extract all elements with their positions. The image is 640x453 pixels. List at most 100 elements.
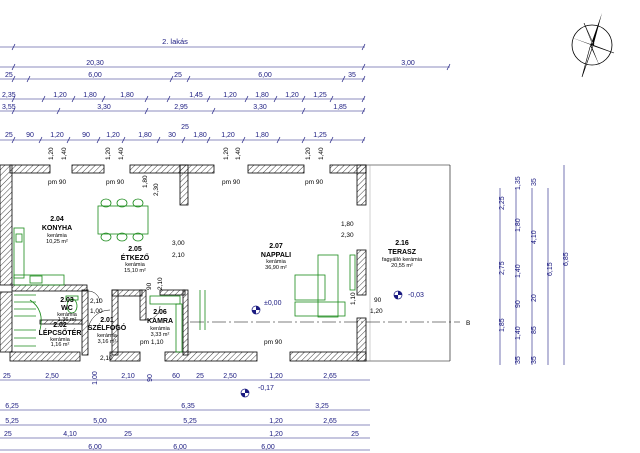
dining-table	[97, 205, 149, 235]
sofa	[294, 274, 326, 301]
tv-bench	[349, 254, 356, 291]
svg-text:1,35: 1,35	[515, 176, 522, 190]
level-markers: ±0,00 -0,03 -0,17	[240, 290, 424, 398]
svg-text:2.16: 2.16	[395, 240, 409, 247]
svg-text:6,85: 6,85	[563, 252, 570, 266]
svg-text:90: 90	[515, 300, 522, 308]
svg-text:6,15: 6,15	[547, 262, 554, 276]
dim-r4-2: 2,95	[174, 104, 188, 111]
dim-r3-8: 1,25	[313, 92, 327, 99]
svg-text:1,20: 1,20	[269, 373, 283, 380]
dim-r4-1: 3,30	[97, 104, 111, 111]
svg-text:ÉTKEZŐ: ÉTKEZŐ	[121, 253, 150, 262]
svg-text:90: 90	[146, 282, 153, 290]
svg-text:2,30: 2,30	[153, 183, 160, 196]
svg-text:2,10: 2,10	[90, 298, 103, 305]
furniture	[13, 198, 356, 353]
opening-annotations: 1,20 1,40 1,20 1,40 1,20 1,40 1,20 1,40 …	[48, 147, 383, 362]
svg-text:±0,00: ±0,00	[264, 300, 282, 307]
level-floor-marker: ±0,00	[251, 300, 282, 315]
svg-text:3,00: 3,00	[172, 240, 185, 247]
room-etkezo: 2.05 ÉTKEZŐ kerámia 15,10 m²	[121, 246, 150, 274]
svg-text:KAMRA: KAMRA	[147, 318, 173, 325]
svg-text:35: 35	[515, 356, 522, 364]
north-arrow-icon	[570, 13, 615, 78]
room-terasz: 2.16 TERASZ fagyálló kerámia 20,55 m²	[382, 240, 423, 269]
axis-label: B	[466, 320, 470, 327]
svg-text:85: 85	[531, 326, 538, 334]
dim-top-terrace: 3,00	[401, 60, 415, 67]
dim-r5-1: 90	[26, 132, 34, 139]
svg-text:2,25: 2,25	[499, 196, 506, 210]
dim-r3-0: 2,35	[2, 92, 16, 99]
svg-text:WC: WC	[61, 305, 73, 312]
dim-r5-extra: 25	[181, 124, 189, 131]
svg-text:10,25 m²: 10,25 m²	[46, 239, 68, 245]
dim-r2-4: 35	[348, 72, 356, 79]
svg-text:pm 90: pm 90	[264, 339, 282, 346]
svg-text:1,36 m²: 1,36 m²	[58, 317, 77, 323]
svg-text:6,00: 6,00	[261, 444, 275, 451]
svg-text:2,10: 2,10	[172, 252, 185, 259]
svg-text:2.06: 2.06	[153, 309, 167, 316]
dim-r5-3: 90	[82, 132, 90, 139]
svg-text:25: 25	[196, 373, 204, 380]
svg-text:SZÉLFOGÓ: SZÉLFOGÓ	[88, 323, 127, 332]
svg-text:5,25: 5,25	[183, 418, 197, 425]
svg-text:-0,17: -0,17	[258, 385, 274, 392]
svg-text:6,00: 6,00	[173, 444, 187, 451]
svg-text:1,40: 1,40	[118, 147, 125, 160]
svg-text:1,40: 1,40	[515, 264, 522, 278]
svg-text:2,50: 2,50	[223, 373, 237, 380]
svg-text:2,10: 2,10	[121, 373, 135, 380]
dim-r4-0: 3,55	[2, 104, 16, 111]
svg-text:kerámia: kerámia	[97, 333, 118, 339]
svg-text:pm 90: pm 90	[48, 179, 66, 186]
room-labels: 2.04 KONYHA kerámia 10,25 m² 2.05 ÉTKEZŐ…	[39, 216, 423, 348]
svg-text:2,75: 2,75	[499, 261, 506, 275]
dim-r3-6: 1,80	[255, 92, 269, 99]
svg-text:kerámia: kerámia	[47, 233, 68, 239]
svg-text:35: 35	[531, 356, 538, 364]
building-walls	[0, 164, 367, 362]
svg-text:1,85: 1,85	[499, 318, 506, 332]
svg-text:3,25: 3,25	[315, 403, 329, 410]
svg-text:25: 25	[3, 373, 11, 380]
top-dimension-texts: 2. lakás 20,30 3,00 25 6,00 25 6,00 35 2…	[2, 37, 415, 139]
svg-text:2.05: 2.05	[128, 246, 142, 253]
stair	[14, 294, 42, 347]
bottom-dimension-chains	[0, 379, 370, 451]
svg-text:2.03: 2.03	[60, 297, 74, 304]
svg-text:pm 90: pm 90	[106, 179, 124, 186]
dim-r3-7: 1,20	[285, 92, 299, 99]
svg-text:1,00: 1,00	[92, 371, 99, 385]
svg-text:2.02: 2.02	[53, 322, 67, 329]
svg-text:1,20: 1,20	[269, 418, 283, 425]
svg-text:kerámia: kerámia	[150, 326, 171, 332]
svg-text:35: 35	[531, 178, 538, 186]
dim-r3-3: 1,80	[120, 92, 134, 99]
svg-text:1,20: 1,20	[48, 147, 55, 160]
svg-text:pm 90: pm 90	[305, 179, 323, 186]
svg-text:pm 1,10: pm 1,10	[140, 339, 164, 346]
svg-text:2,30: 2,30	[341, 232, 354, 239]
svg-text:fagyálló kerámia: fagyálló kerámia	[382, 257, 423, 263]
svg-text:90: 90	[374, 297, 382, 304]
svg-text:1,20: 1,20	[370, 308, 383, 315]
right-dimension-chains	[499, 165, 565, 365]
room-kamra: 2.06 KAMRA kerámia 3,33 m²	[147, 309, 173, 338]
dim-top-total: 20,30	[86, 60, 104, 67]
wc-bowl	[66, 298, 78, 314]
dim-r5-6: 30	[168, 132, 176, 139]
svg-text:6,35: 6,35	[181, 403, 195, 410]
dim-r3-2: 1,80	[83, 92, 97, 99]
svg-text:NAPPALI: NAPPALI	[261, 252, 291, 259]
svg-text:2,10: 2,10	[157, 277, 164, 290]
svg-text:6,25: 6,25	[5, 403, 19, 410]
svg-text:1,40: 1,40	[515, 326, 522, 340]
room-lepcsoter: 2.02 LÉPCSŐTÉR kerámia 1,16 m²	[39, 322, 82, 348]
svg-text:-0,03: -0,03	[408, 292, 424, 299]
svg-text:2,10: 2,10	[100, 355, 113, 362]
terrace-outline	[366, 164, 451, 362]
svg-text:1,40: 1,40	[235, 147, 242, 160]
